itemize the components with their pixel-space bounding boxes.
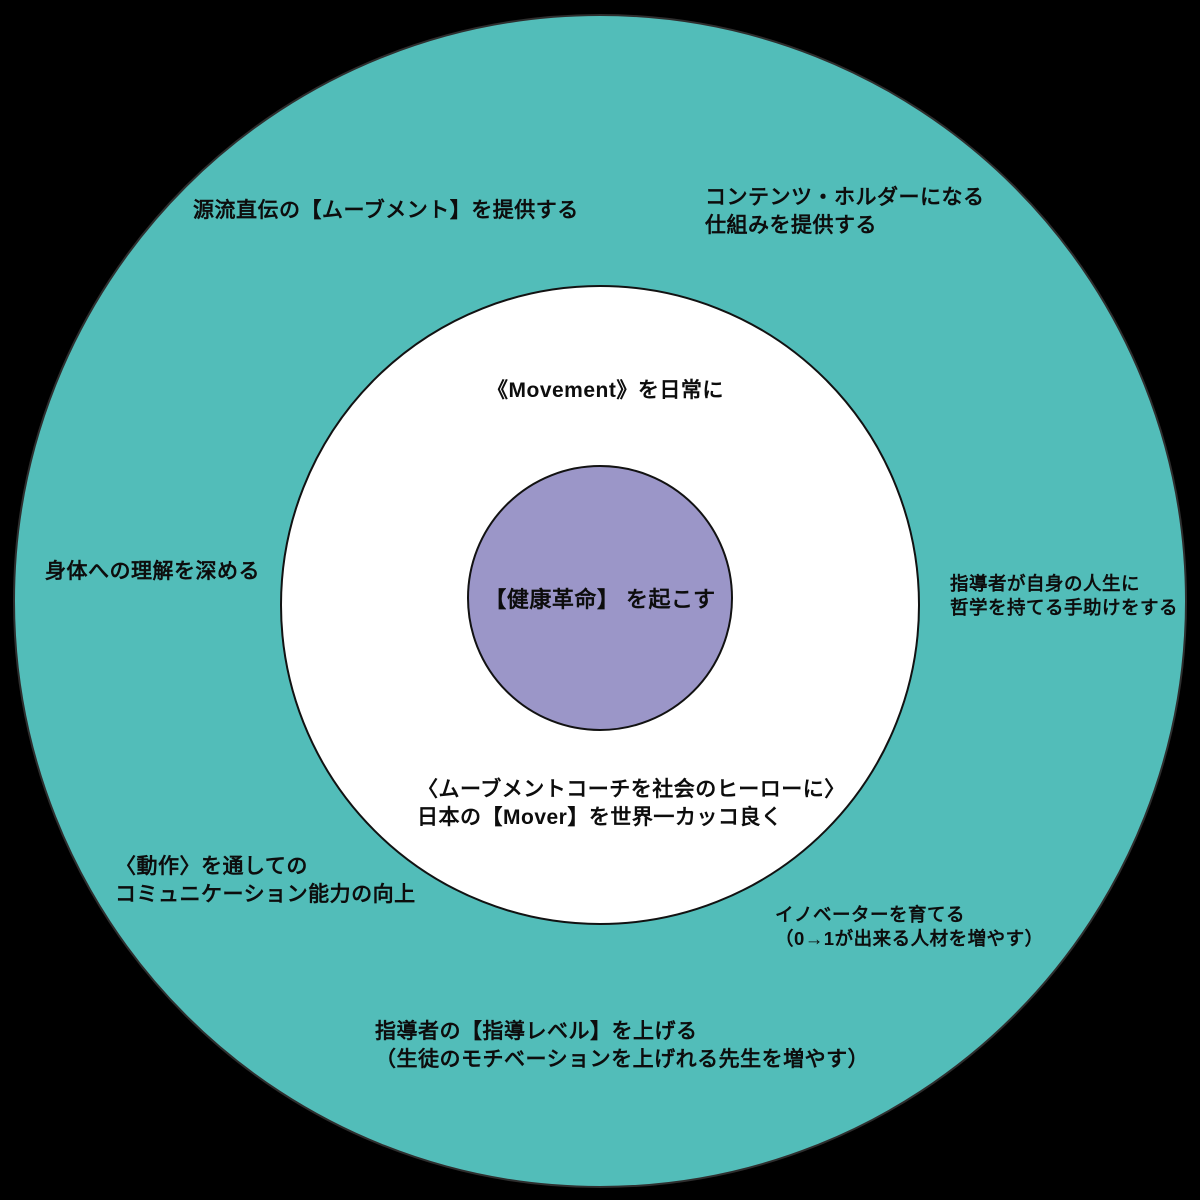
middle-label-top: 《Movement》を日常に [487, 379, 724, 402]
outer-label-left: 身体への理解を深める [45, 560, 260, 583]
outer-label-top-left: 源流直伝の【ムーブメント】を提供する [193, 199, 579, 222]
core-label: 【健康革命】 を起こす [484, 587, 716, 612]
outer-label-right: 指導者が自身の人生に 哲学を持てる手助けをする [950, 573, 1179, 619]
outer-label-bottom-right: イノベーターを育てる （0→1が出来る人材を増やす） [775, 904, 1044, 950]
outer-label-top-right: コンテンツ・ホルダーになる 仕組みを提供する [705, 186, 985, 237]
outer-label-bottom: 指導者の【指導レベル】を上げる （生徒のモチベーションを上げれる先生を増やす） [375, 1020, 870, 1071]
outer-label-bottom-left: 〈動作〉を通しての コミュニケーション能力の向上 [115, 855, 416, 906]
middle-label-bottom: 〈ムーブメントコーチを社会のヒーローに〉 日本の【Mover】を世界一カッコ良く [417, 778, 846, 829]
core-circle: 【健康革命】 を起こす [467, 465, 733, 731]
